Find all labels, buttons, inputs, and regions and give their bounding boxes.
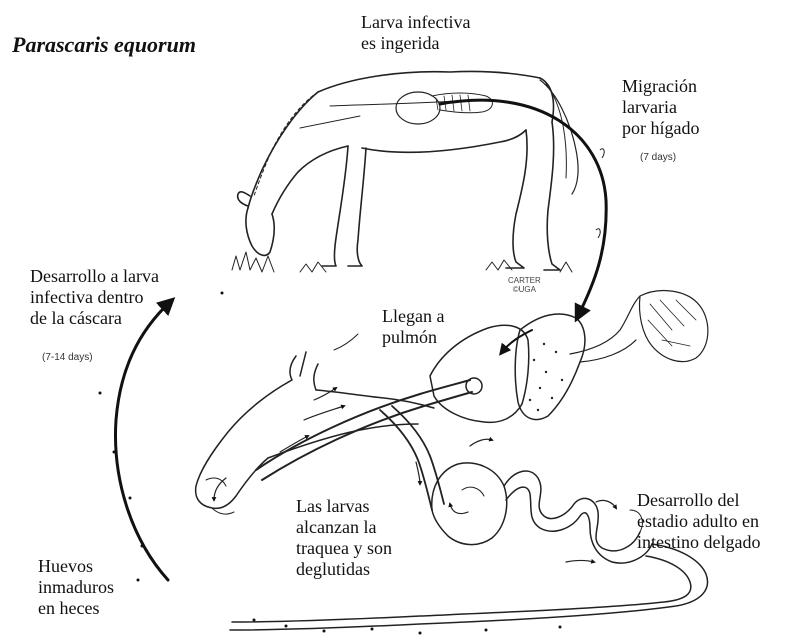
label-eggs: Huevos inmaduros en heces: [38, 556, 114, 619]
horse-grazing-illustration: [232, 71, 578, 272]
label-infective-development: Desarrollo a larva infectiva dentro de l…: [30, 266, 159, 329]
label-liver-migration: Migración larvaria por hígado: [622, 76, 699, 139]
diagram-title: Parascaris equorum: [12, 32, 196, 58]
horse-head-anatomy-illustration: [196, 291, 708, 630]
artist-signature: CARTER ©UGA: [508, 276, 541, 294]
liver-larvae-dots: [529, 343, 563, 411]
label-lungs: Llegan a pulmón: [382, 306, 444, 348]
label-ingestion: Larva infectiva es ingerida: [361, 12, 470, 54]
label-liver-days: (7 days): [640, 152, 676, 163]
egg-dots: [99, 292, 562, 635]
label-trachea: Las larvas alcanzan la traquea y son deg…: [296, 496, 392, 580]
label-development-days: (7-14 days): [42, 352, 93, 363]
label-adult-development: Desarrollo del estadio adulto en intesti…: [637, 490, 760, 553]
